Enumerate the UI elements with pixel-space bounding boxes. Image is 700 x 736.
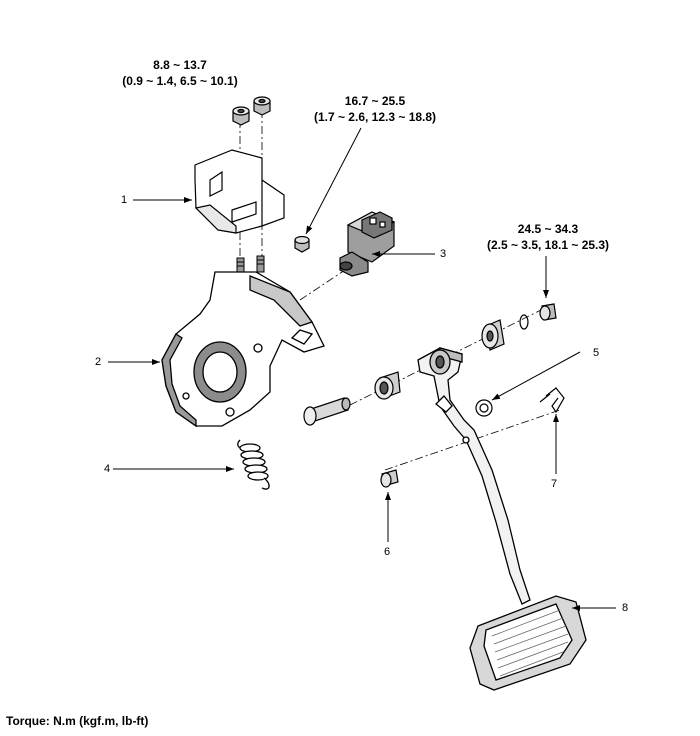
stop-lamp-switch (339, 211, 396, 277)
callout-5: 5 (593, 347, 600, 359)
pedal-bushing (374, 371, 401, 400)
torque-spec-bracket-nuts: 8.8 ~ 13.7 (0.9 ~ 1.4, 6.5 ~ 10.1) (100, 57, 260, 89)
torque-alt-units: (1.7 ~ 2.6, 12.3 ~ 18.8) (313, 110, 437, 124)
small-bolt (380, 469, 399, 488)
pivot-bolt (303, 397, 351, 426)
torque-alt-units: (2.5 ~ 3.5, 18.1 ~ 25.3) (486, 238, 610, 252)
callout-6: 6 (384, 546, 391, 558)
torque-nm: 16.7 ~ 25.5 (344, 94, 406, 108)
torque-spec-shaft-nut: 24.5 ~ 34.3 (2.5 ~ 3.5, 18.1 ~ 25.3) (468, 221, 628, 253)
mounting-bracket (194, 149, 285, 234)
torque-nm: 8.8 ~ 13.7 (153, 58, 207, 72)
callout-8: 8 (622, 602, 629, 614)
snap-ring (519, 314, 529, 330)
torque-spec-switch-nut: 16.7 ~ 25.5 (1.7 ~ 2.6, 12.3 ~ 18.8) (295, 93, 455, 125)
callout-4: 4 (104, 463, 111, 475)
return-spring (237, 439, 270, 490)
callout-1: 1 (121, 194, 128, 206)
alignment-lines (239, 110, 561, 471)
callout-2: 2 (95, 356, 102, 368)
bracket-studs (236, 255, 265, 275)
torque-nm: 24.5 ~ 34.3 (517, 222, 579, 236)
leader-lines (108, 127, 616, 611)
spring-clip (539, 387, 565, 414)
pedal-clip (475, 399, 493, 417)
callout-7: 7 (551, 478, 558, 490)
brake-pedal-arm (417, 347, 531, 605)
torque-units-footer: Torque: N.m (kgf.m, lb-ft) (6, 714, 149, 728)
shaft-collar (481, 319, 505, 351)
switch-lock-nut (294, 235, 310, 253)
callout-3: 3 (440, 248, 447, 260)
pedal-member (161, 271, 325, 428)
torque-alt-units: (0.9 ~ 1.4, 6.5 ~ 10.1) (122, 74, 238, 88)
bracket-nuts (232, 96, 271, 126)
pedal-pad (469, 595, 587, 691)
pedal-shaft-nut (539, 303, 557, 321)
